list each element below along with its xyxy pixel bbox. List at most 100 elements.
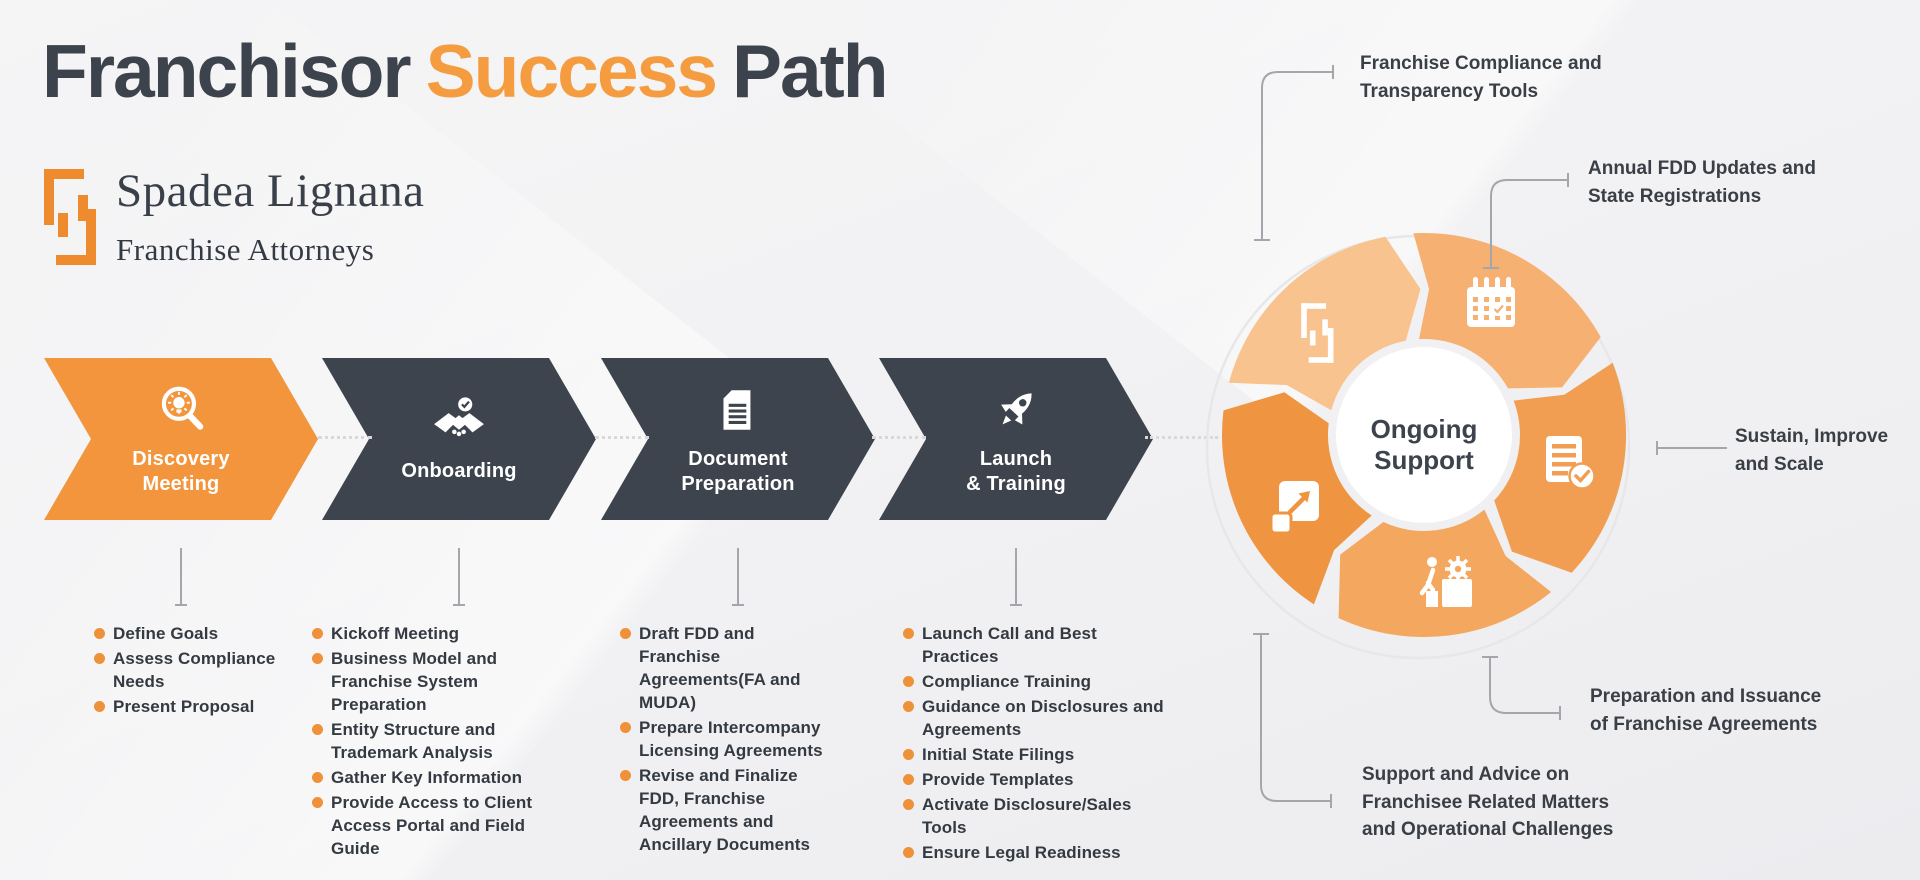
connector-stem <box>732 548 744 606</box>
list-item: Provide Templates <box>903 768 1171 791</box>
bullet-icon <box>94 701 105 712</box>
list-item-text: Kickoff Meeting <box>331 624 460 643</box>
list-item-text: Entity Structure and Trademark Analysis <box>331 720 496 762</box>
document-icon <box>710 382 766 438</box>
list-item-text: Provide Access to Client Access Portal a… <box>331 793 533 858</box>
list-item-text: Prepare Intercompany Licensing Agreement… <box>639 718 823 760</box>
list-item-text: Business Model and Franchise System Prep… <box>331 649 498 714</box>
bullet-icon <box>620 628 631 639</box>
list-item: Compliance Training <box>903 670 1171 693</box>
connector-stem <box>175 548 187 606</box>
step-label: Document Preparation <box>681 447 795 495</box>
bullet-icon <box>312 797 323 808</box>
list-item: Initial State Filings <box>903 743 1171 766</box>
list-item: Ensure Legal Readiness <box>903 841 1171 864</box>
connector-sustain <box>1656 441 1727 455</box>
cycle-segment-agreements <box>1338 509 1552 638</box>
list-item: Define Goals <box>94 622 279 645</box>
list-item: Guidance on Disclosures and Agreements <box>903 695 1171 741</box>
list-item: Assess Compliance Needs <box>94 647 279 693</box>
connector-preparation <box>1482 656 1561 720</box>
scale-up-icon <box>1269 481 1319 535</box>
step-label: Launch & Training <box>966 447 1066 495</box>
list-item-text: Compliance Training <box>922 672 1092 691</box>
title-word-accent: Success <box>425 29 718 113</box>
bullet-icon <box>903 799 914 810</box>
label-support-advice: Support and Advice on Franchisee Related… <box>1362 764 1614 840</box>
list-item-text: Guidance on Disclosures and Agreements <box>922 697 1164 739</box>
dotted-connector <box>872 436 926 439</box>
list-item-text: Activate Disclosure/Sales Tools <box>922 795 1132 837</box>
dotted-connector <box>1145 436 1218 439</box>
bullet-icon <box>903 749 914 760</box>
bullet-icon <box>94 628 105 639</box>
list-item-text: Define Goals <box>113 624 219 643</box>
brackets-logo-icon <box>1301 303 1334 363</box>
label-sustain-improve-scale: Sustain, Improve and Scale <box>1735 426 1889 475</box>
list-item-text: Present Proposal <box>113 697 255 716</box>
title-word: Path <box>732 29 889 113</box>
cycle-center-circle <box>1336 347 1512 523</box>
list-item-text: Gather Key Information <box>331 768 523 787</box>
bullet-icon <box>312 628 323 639</box>
dotted-connector <box>595 436 649 439</box>
bullet-icon <box>94 653 105 664</box>
brackets-logo-icon <box>44 169 96 265</box>
list-item-text: Revise and Finalize FDD, Franchise Agree… <box>639 766 811 854</box>
list-item-text: Provide Templates <box>922 770 1074 789</box>
step-document-preparation: Document Preparation <box>601 358 875 520</box>
document-items-list: Draft FDD and Franchise Agreements(FA an… <box>620 622 832 858</box>
connector-stem <box>1010 548 1022 606</box>
step-launch-training: Launch & Training <box>879 358 1153 520</box>
label-franchise-compliance: Franchise Compliance and Transparency To… <box>1360 53 1602 102</box>
brand-tagline: Franchise Attorneys <box>116 231 375 267</box>
list-item: Revise and Finalize FDD, Franchise Agree… <box>620 764 832 856</box>
list-item-text: Initial State Filings <box>922 745 1075 764</box>
step-label: Discovery Meeting <box>132 447 230 495</box>
list-item: Prepare Intercompany Licensing Agreement… <box>620 716 832 762</box>
bullet-icon <box>312 653 323 664</box>
step-discovery-meeting: Discovery Meeting <box>44 358 318 520</box>
brand-name: Spadea Lignana <box>116 165 425 217</box>
list-item: Activate Disclosure/Sales Tools <box>903 793 1171 839</box>
list-item-text: Draft FDD and Franchise Agreements(FA an… <box>639 624 801 712</box>
bullet-icon <box>903 676 914 687</box>
list-item: Business Model and Franchise System Prep… <box>312 647 560 716</box>
step-label: Onboarding <box>401 460 517 482</box>
step-onboarding: Onboarding <box>322 358 596 520</box>
brand-logo: Spadea Lignana Franchise Attorneys <box>42 165 425 268</box>
dotted-connector <box>318 436 372 439</box>
growth-gear-icon <box>1419 556 1472 607</box>
label-preparation-issuance: Preparation and Issuance of Franchise Ag… <box>1590 686 1822 735</box>
list-item-text: Launch Call and Best Practices <box>922 624 1097 666</box>
bullet-icon <box>620 770 631 781</box>
list-item: Gather Key Information <box>312 766 560 789</box>
connector-stem <box>453 548 465 606</box>
rocket-icon <box>988 382 1044 438</box>
label-annual-fdd-updates: Annual FDD Updates and State Registratio… <box>1588 158 1817 207</box>
list-item: Kickoff Meeting <box>312 622 560 645</box>
bullet-icon <box>903 628 914 639</box>
list-item-text: Assess Compliance Needs <box>113 649 276 691</box>
bullet-icon <box>312 724 323 735</box>
list-item: Entity Structure and Trademark Analysis <box>312 718 560 764</box>
list-item: Launch Call and Best Practices <box>903 622 1171 668</box>
calendar-check-icon <box>1467 277 1515 327</box>
magnifier-lightbulb-icon <box>153 382 209 438</box>
document-check-icon <box>1546 436 1596 490</box>
handshake-check-icon <box>431 394 487 450</box>
bullet-icon <box>903 774 914 785</box>
list-item-text: Ensure Legal Readiness <box>922 843 1121 862</box>
list-item: Provide Access to Client Access Portal a… <box>312 791 560 860</box>
bullet-icon <box>903 847 914 858</box>
list-item: Present Proposal <box>94 695 279 718</box>
title-word: Franchisor <box>42 29 412 113</box>
bullet-icon <box>620 722 631 733</box>
bullet-icon <box>312 772 323 783</box>
ongoing-support-cycle <box>1205 233 1631 660</box>
